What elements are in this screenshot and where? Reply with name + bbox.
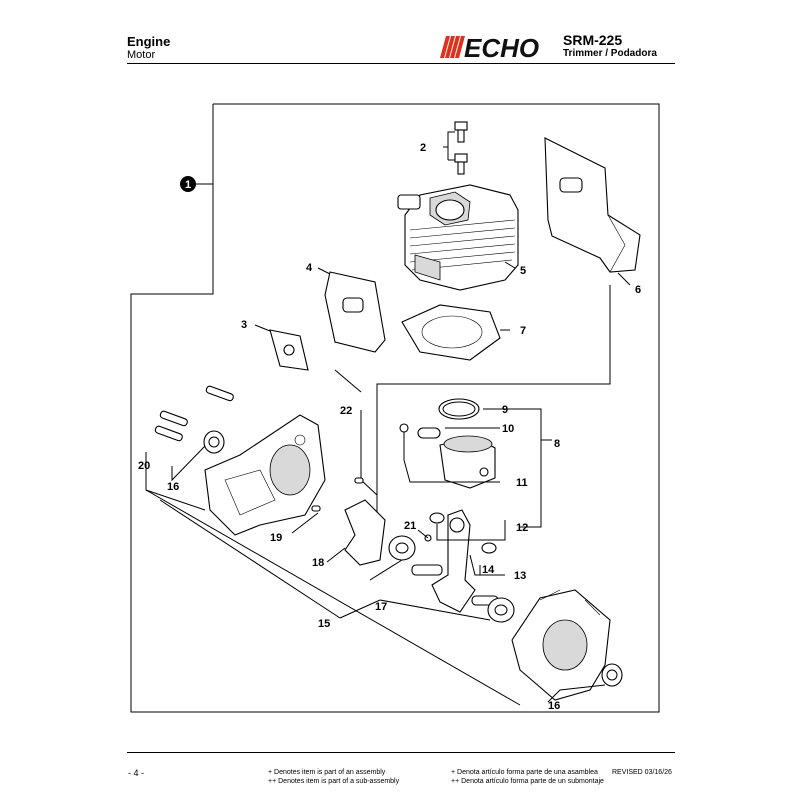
needle-bearing: [429, 512, 497, 554]
callout-12: 12: [516, 522, 528, 534]
callout-6: 6: [635, 284, 641, 296]
note-assembly-es: + Denota artículo forma parte de una asa…: [451, 769, 598, 776]
muffler-gasket: [324, 271, 386, 353]
callout-17: 17: [375, 601, 387, 613]
callout-1: 1: [185, 179, 191, 191]
pin-clip: [479, 467, 489, 477]
crankcase-gasket: [344, 499, 386, 566]
insulator-gasket: [269, 329, 309, 371]
callout-10: 10: [502, 423, 514, 435]
base-gasket: [401, 304, 501, 361]
callout-20: 20: [138, 460, 150, 472]
callout-18: 18: [312, 557, 324, 569]
page-number: - 4 -: [128, 768, 145, 778]
header-rule: [127, 63, 675, 64]
page-title: Engine: [127, 34, 171, 49]
note-assembly-en: + Denotes item is part of an assembly: [268, 769, 386, 776]
page-header-left: Engine Motor: [127, 35, 170, 62]
callout-14: 14: [482, 564, 495, 576]
callout-22: 22: [340, 405, 352, 417]
crankcase-left: [204, 414, 326, 536]
oil-seal-right: [601, 663, 623, 687]
callout-1-marker: [180, 176, 196, 192]
callout-8: 8: [554, 438, 560, 450]
pin-clip: [399, 423, 409, 433]
logo-wordmark: ECHO: [464, 34, 539, 60]
callout-15: 15: [318, 618, 330, 630]
callout-5: 5: [520, 265, 526, 277]
footer-notes-spanish: + Denota artículo forma parte de una asa…: [451, 768, 604, 786]
note-subassembly-es: ++ Denota artículo forma parte de un sub…: [451, 778, 604, 785]
dowel-pin: [354, 477, 364, 484]
callout-16-left: 16: [167, 481, 179, 493]
model-number: SRM-225: [563, 32, 623, 48]
piston-pin: [417, 427, 441, 439]
assembly-frame: [130, 103, 660, 713]
cylinder-screws: [443, 121, 468, 175]
dowel-pin: [311, 505, 321, 512]
callout-2: 2: [420, 142, 426, 154]
revision-date: REVISED 03/16/26: [612, 769, 672, 776]
callout-4: 4: [306, 262, 313, 274]
callout-16-right: 16: [548, 700, 560, 712]
oil-seal-left: [203, 430, 225, 454]
model-block: SRM-225 Trimmer / Podadora: [563, 33, 657, 60]
callout-19: 19: [270, 532, 282, 544]
callout-3: 3: [241, 319, 247, 331]
page-subtitle: Motor: [127, 49, 156, 61]
footer-rule: [127, 752, 675, 753]
piston: [439, 435, 496, 489]
piston-ring: [438, 398, 480, 420]
crankcase-right: [511, 589, 611, 701]
model-description: Trimmer / Podadora: [563, 48, 657, 59]
bearing-left: [388, 535, 416, 561]
cylinder: [397, 184, 519, 291]
callout-9: 9: [502, 404, 508, 416]
callout-7: 7: [520, 325, 526, 337]
bearing-right: [487, 597, 515, 623]
callout-13: 13: [514, 570, 526, 582]
footer-notes-english: + Denotes item is part of an assembly ++…: [268, 768, 399, 786]
heat-shield: [544, 137, 641, 273]
crankcase-bolts: [154, 385, 234, 442]
echo-logo: ECHO: [440, 34, 539, 60]
note-subassembly-en: ++ Denotes item is part of a sub-assembl…: [268, 778, 400, 785]
callout-21: 21: [404, 520, 416, 532]
callout-11: 11: [516, 477, 528, 489]
crankshaft: [411, 509, 499, 613]
